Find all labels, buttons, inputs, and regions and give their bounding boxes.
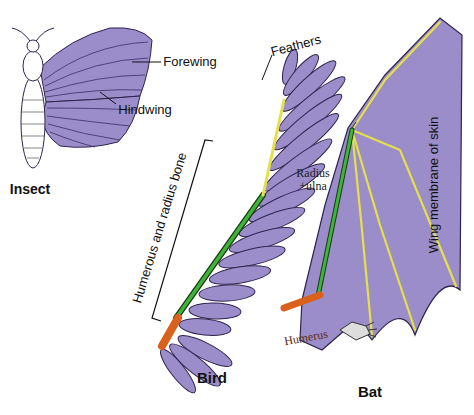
bat-radius xyxy=(318,130,352,296)
animal-name: Bat xyxy=(358,384,382,401)
leader-line xyxy=(262,55,272,80)
bird-radius-outline xyxy=(176,195,263,318)
insect-forewing xyxy=(40,28,152,102)
leader-line xyxy=(132,62,161,63)
bat-radius-outline xyxy=(318,130,352,296)
feather xyxy=(208,262,272,288)
feather xyxy=(189,302,242,320)
leader-line xyxy=(100,92,116,104)
bird-hand-bone xyxy=(263,100,284,195)
wing-label: Hindwing xyxy=(118,103,171,117)
insect-thorax xyxy=(23,51,43,81)
leader-lines xyxy=(100,55,272,104)
bat-finger-bones xyxy=(352,22,456,336)
feather xyxy=(156,345,200,396)
insect-drawing xyxy=(12,28,152,168)
bone-label: Humerous and radius bone xyxy=(130,151,190,305)
bat-foot xyxy=(340,322,370,340)
feather xyxy=(199,284,256,303)
bat-humerus xyxy=(284,295,320,308)
insect-antenna xyxy=(12,28,30,41)
finger-bone xyxy=(352,130,372,336)
membrane-label: Wing membrane of skin xyxy=(427,117,441,254)
bone-label: Radius +ulna xyxy=(292,167,334,193)
wing-veins xyxy=(44,42,148,147)
finger-bone xyxy=(352,22,440,130)
bat-drawing xyxy=(284,18,462,350)
wing-label: Forewing xyxy=(163,55,216,69)
bat-claws xyxy=(352,122,377,337)
animal-name: Insect xyxy=(10,182,50,197)
animal-name: Bird xyxy=(197,370,227,387)
bird-humerus xyxy=(162,318,178,346)
insect-head xyxy=(27,40,39,52)
bird-radius xyxy=(176,195,263,318)
insect-antenna xyxy=(36,28,54,41)
insect-abdomen xyxy=(21,76,45,168)
abdomen-segments xyxy=(21,100,45,158)
feather xyxy=(178,316,231,337)
